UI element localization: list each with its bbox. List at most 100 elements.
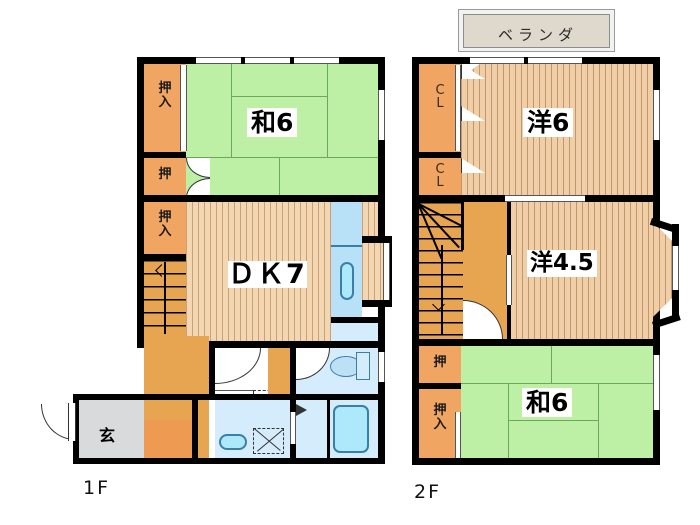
closet-f2-cl-1[interactable] (419, 64, 461, 152)
feature-f1-toilet-tank (356, 352, 370, 380)
closet-f2-oshiire-1[interactable] (419, 346, 461, 383)
feature-f1-washbasin[interactable] (219, 434, 247, 450)
tatami-seam-f2 (551, 346, 552, 383)
closet-f1-oshiire-1[interactable] (144, 64, 186, 152)
entrance-threshold (68, 403, 76, 441)
label-f2-yoshitsu45: 洋4.5 (527, 250, 597, 277)
wall-f2-mid-1 (412, 195, 461, 202)
label-f2-yoshitsu6: 洋6 (523, 108, 574, 137)
window-f1-top-2[interactable] (245, 57, 290, 64)
wall-f1-bath-div (327, 400, 330, 458)
window-f1-top-3[interactable] (294, 57, 339, 64)
tatami-seam-f2 (508, 420, 598, 421)
window-f1-right-lower[interactable] (378, 352, 385, 382)
closet-door-f1-1b[interactable] (180, 107, 187, 151)
window-f2-y6-bottom[interactable] (505, 195, 585, 202)
wall-f1-right-dk2 (378, 300, 385, 347)
door-f1-bath[interactable] (290, 412, 296, 444)
stairs-f2-direction-line (441, 245, 443, 335)
wall-f2-left-upper (412, 57, 419, 202)
wall-f1-right-lower (378, 341, 385, 464)
floor-1-group: 和6 押 入 押 押 入 (41, 57, 392, 499)
wall-f1-genkan-bottom (73, 458, 198, 464)
closet-f2-cl-2[interactable] (419, 158, 461, 195)
wall-f1-right-dk (378, 202, 385, 242)
wall-f2-left-mid (412, 202, 419, 347)
label-floor-1: 1F (83, 477, 111, 499)
window-f1-bump[interactable] (383, 243, 390, 300)
wall-f2-right-mid (653, 202, 660, 232)
label-f2-veranda: ベランダ (498, 26, 579, 44)
closet-f1-oshiire-3[interactable] (144, 202, 186, 254)
wall-f1-closet-div-1 (137, 152, 186, 158)
closet-door-f2-cl-1-rail2[interactable] (455, 107, 461, 151)
closet-door-f1-1[interactable] (180, 65, 187, 107)
door-f2-yoshitsu45[interactable] (506, 255, 512, 305)
feature-f1-bathtub[interactable] (333, 405, 369, 453)
label-f2-oshiire-2: 押 入 (433, 403, 447, 432)
window-f2-top-2[interactable] (528, 57, 582, 64)
window-f2-washitsu-right[interactable] (653, 355, 660, 410)
wall-f1-bump-right (390, 236, 392, 307)
wall-f2-left-lower (412, 346, 419, 464)
wall-f1-left-upper (137, 57, 144, 202)
feature-f1-agarikamachi (144, 420, 192, 458)
tatami-seam (186, 157, 378, 158)
label-f1-dk7: ＤＫ7 (228, 259, 307, 290)
window-f2-top-1[interactable] (470, 57, 524, 64)
wall-f1-hall-right3 (192, 394, 198, 464)
label-f2-cl-2: C L (435, 162, 445, 190)
feature-f2-bay-window (653, 222, 674, 317)
tatami-seam (231, 96, 327, 97)
bath-door-arrow-icon (296, 404, 307, 416)
wall-f1-counter-bottom (331, 317, 385, 323)
wall-f1-bump-bottom (362, 300, 392, 307)
wall-f1-water-div-v (290, 341, 296, 394)
window-f2-bay[interactable] (672, 246, 679, 290)
feature-f1-hall-toilet-access (268, 348, 290, 394)
closet-f2-oshiire-2[interactable] (419, 389, 461, 458)
label-f2-cl-1: C L (435, 83, 445, 111)
wall-f1-genkan-top (73, 394, 198, 400)
wall-f1-water-div-h (209, 394, 385, 400)
closet-door-f2-oshiire-2[interactable] (455, 412, 461, 458)
window-f1-right-upper[interactable] (378, 90, 385, 140)
tatami-seam (231, 64, 232, 158)
label-f2-washitsu6: 和6 (522, 388, 573, 417)
wall-f1-mid-1 (137, 195, 186, 202)
label-f1-oshiire-3: 押 入 (158, 210, 172, 239)
wall-f1-hall-right2 (192, 394, 215, 400)
stairs-direction-line (164, 262, 166, 334)
window-f1-top-1[interactable] (196, 57, 241, 64)
wall-f2-closet-div-1 (412, 152, 461, 158)
label-f1-washitsu6: 和6 (247, 108, 298, 137)
label-f1-oshiire-2: 押 (158, 167, 172, 182)
label-f2-oshiire-1: 押 (433, 355, 447, 370)
wall-f2-stair-hall-div (461, 202, 464, 250)
room-f1-dk7-right (362, 202, 378, 242)
wall-f1-closet-div-2 (137, 254, 186, 260)
label-f1-oshiire-1: 押 入 (158, 81, 172, 110)
feature-f1-sink-basin[interactable] (340, 262, 354, 300)
room-f1-genkan (79, 400, 144, 458)
closet-door-f2-cl-1-rail[interactable] (455, 65, 461, 107)
wall-f1-left-dk (137, 202, 144, 347)
wall-f1-bottom-outer (192, 458, 385, 464)
closet-f1-oshiire-2[interactable] (144, 158, 186, 195)
window-f2-right-upper[interactable] (653, 90, 660, 140)
wall-f1-hall-right (209, 341, 215, 399)
kitchen-counter-seam (331, 245, 362, 247)
feature-f2-veranda (463, 14, 610, 48)
wall-f1-washitsu-bottom (186, 195, 385, 202)
tatami-seam (327, 64, 328, 158)
wall-f1-genkan-left (73, 394, 79, 464)
label-f1-genkan: 玄 (99, 426, 116, 445)
wall-f1-bump-top (362, 236, 392, 243)
wall-f2-bottom-outer (412, 458, 660, 465)
label-floor-2: 2F (414, 481, 442, 503)
tatami-seam-f2 (461, 383, 653, 384)
tatami-seam-f2 (598, 383, 599, 458)
wall-f2-mid-bottom (412, 339, 660, 346)
